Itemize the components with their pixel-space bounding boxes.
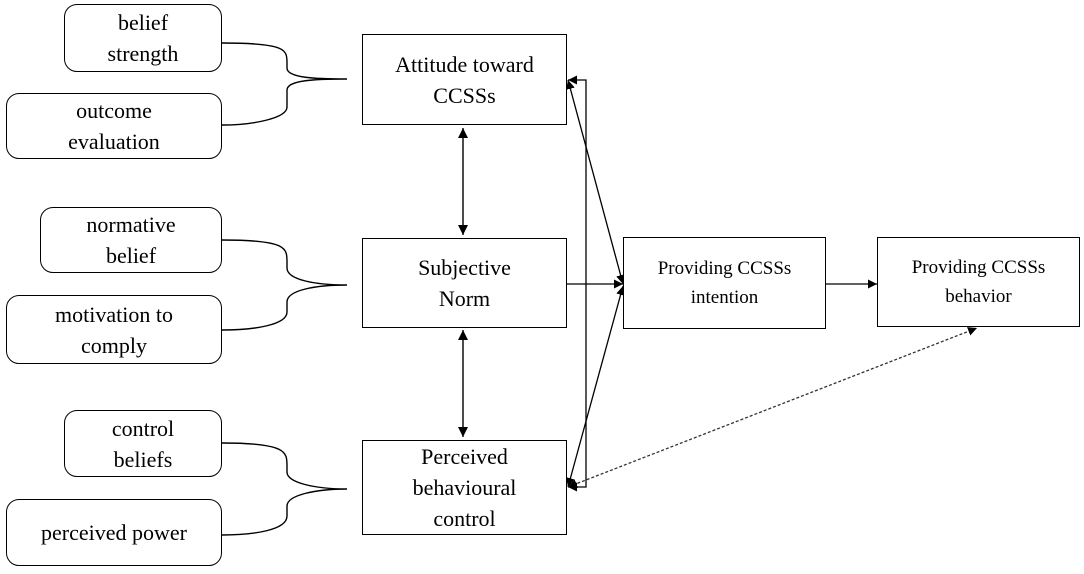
brace-attitude bbox=[221, 42, 348, 126]
control-beliefs-box: control beliefs bbox=[64, 410, 222, 477]
intention-box: Providing CCSSs intention bbox=[623, 237, 826, 329]
pbc-box: Perceived behavioural control bbox=[362, 440, 567, 535]
arrow-pbc-behavior bbox=[567, 327, 978, 488]
perceived-power-box: perceived power bbox=[6, 499, 222, 566]
normative-belief-box: normative belief bbox=[40, 207, 222, 273]
motivation-to-comply-box: motivation to comply bbox=[6, 295, 222, 364]
belief-strength-box: belief strength bbox=[64, 4, 222, 72]
arrow-attitude-intention bbox=[565, 79, 626, 285]
outcome-evaluation-box: outcome evaluation bbox=[6, 93, 222, 159]
behavior-box: Providing CCSSs behavior bbox=[877, 237, 1080, 327]
subjective-norm-box: Subjective Norm bbox=[362, 238, 567, 328]
arrow-pbc-intention bbox=[566, 285, 625, 488]
brace-norm bbox=[221, 239, 348, 331]
attitude-box: Attitude toward CCSSs bbox=[362, 34, 567, 125]
brace-pbc bbox=[221, 442, 348, 536]
